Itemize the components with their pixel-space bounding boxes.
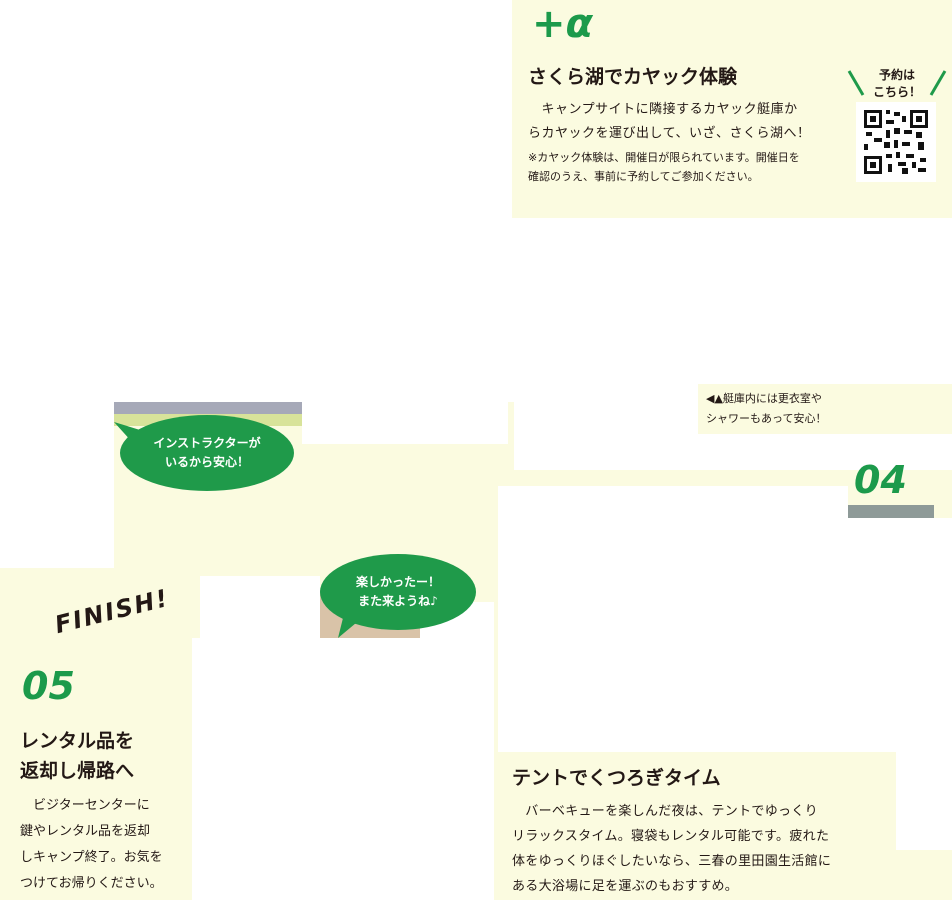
instructor-bubble-line1: インストラクターが [153, 436, 261, 450]
plus-alpha-title: さくら湖でカヤック体験 [528, 66, 738, 88]
step05-panel [0, 568, 200, 900]
family-photo-main [192, 638, 446, 900]
qr-label-line1: 予約は [878, 68, 915, 82]
plus-alpha-body-line1: キャンプサイトに隣接するカヤック艇庫か [528, 102, 798, 117]
kayak-caption-line2: シャワーもあって安心！ [706, 412, 827, 425]
kayak-caption-line1: ◀▲艇庫内には更衣室や [706, 392, 822, 405]
fun-bubble: 楽しかったー！ また来ようね♪ [320, 554, 476, 630]
step04-body-line3: 体をゆっくりほぐしたいなら、三春の里田園生活館に [512, 854, 832, 869]
tent-photo-2 [848, 518, 952, 752]
instructor-photo-edge [302, 402, 508, 444]
step05-body-line2: 鍵やレンタル品を返却 [20, 824, 151, 839]
tent-photo-strip [848, 505, 934, 518]
plus-alpha-note-line2: 確認のうえ、事前に予約してご参加ください。 [528, 170, 759, 183]
instructor-bubble: インストラクターが いるから安心！ [120, 415, 294, 491]
step05-body-line3: しキャンプ終了。お気を [20, 850, 163, 865]
plus-alpha-note-line1: ※カヤック体験は、開催日が限られています。開催日を [528, 151, 800, 164]
family-photo [200, 576, 320, 638]
qr-label-slash-left-icon [847, 70, 865, 96]
kayak-storage-photo [523, 218, 698, 430]
step04-number: 04 [854, 458, 907, 502]
step05-body-line4: つけてお帰りください。 [20, 876, 163, 891]
step04-body-line1: バーベキューを楽しんだ夜は、テントでゆっくり [512, 804, 818, 819]
fun-bubble-line2: また来ようね♪ [358, 594, 438, 608]
step04-body-line2: リラックスタイム。寝袋もレンタル可能です。疲れた [512, 829, 830, 844]
step05-number: 05 [22, 664, 75, 708]
step05-title-line2: 返却し帰路へ [20, 760, 135, 782]
plus-alpha-body-line2: らカヤックを運び出して、いざ、さくら湖へ！ [528, 126, 811, 141]
kayak-storage-photo-2 [698, 218, 952, 384]
plus-alpha-caption-panel [698, 384, 952, 434]
photo-strip-blue [114, 402, 302, 414]
instructor-bubble-line2: いるから安心！ [164, 455, 249, 469]
step04-title: テントでくつろぎタイム [512, 767, 721, 789]
kayak-lake-photo [0, 0, 512, 402]
qr-code-icon [864, 110, 928, 174]
reservation-qr-code[interactable] [856, 102, 936, 182]
step05-title-line1: レンタル品を [20, 730, 135, 752]
tent-photo-3 [896, 752, 952, 850]
qr-label-slash-right-icon [929, 70, 947, 96]
left-photo [0, 402, 114, 568]
fun-bubble-line1: 楽しかったー！ [355, 575, 440, 589]
plus-alpha-badge: +α [532, 1, 593, 47]
tent-photo [498, 486, 848, 752]
step04-body-line4: ある大浴場に足を運ぶのもおすすめ。 [512, 879, 739, 894]
step05-body-line1: ビジターセンターに [20, 798, 150, 813]
qr-label-line2: こちら！ [872, 85, 921, 99]
